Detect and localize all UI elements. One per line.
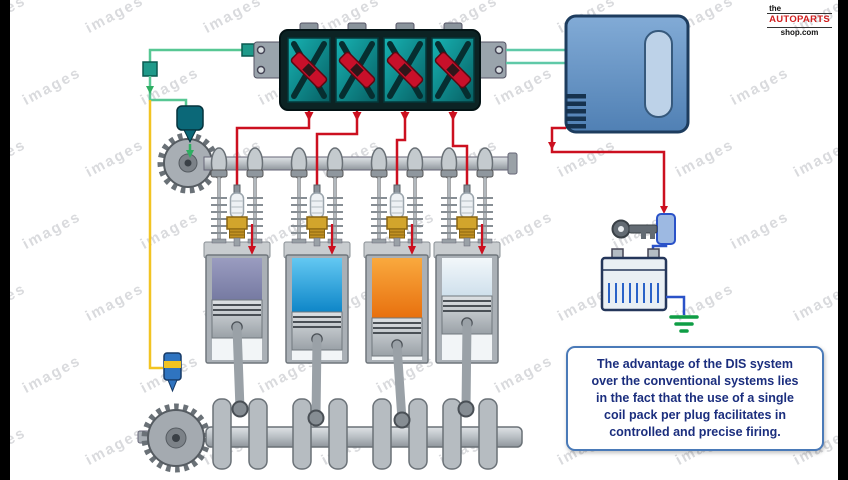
coil-cell (287, 37, 331, 103)
crank-gear-icon (141, 403, 211, 473)
valve-assembly (370, 169, 388, 244)
combustion-charge (212, 258, 262, 300)
green-arrow-icon (146, 86, 154, 94)
caption-line: over the conventional systems lies (591, 374, 799, 388)
combustion-charge (292, 258, 342, 312)
connecting-rod (311, 334, 322, 423)
firing-arrows (248, 224, 486, 255)
valve-assemblies (210, 169, 494, 244)
logo-the: the (769, 4, 782, 13)
ignition-key-icon (611, 213, 676, 245)
cylinder-block (205, 254, 499, 364)
cylinder (285, 254, 349, 364)
caption-line: coil pack per plug facilitates in (604, 408, 786, 422)
logo-autoparts: AUTOPARTS (767, 13, 832, 29)
valve-assembly (406, 169, 424, 244)
logo-shopcom: shop.com (780, 28, 819, 38)
coil-cell (335, 37, 379, 103)
combustion-charge (442, 258, 492, 296)
caption-line: The advantage of the DIS system (597, 357, 793, 371)
ecu-module-icon (564, 14, 690, 134)
connecting-rod (392, 340, 407, 425)
valve-assembly (476, 169, 494, 244)
cam-position-sensor-icon (176, 105, 204, 158)
ecu-wires (506, 48, 566, 65)
camshaft (157, 132, 518, 194)
connecting-rods (232, 318, 472, 425)
coil-pack (241, 22, 507, 111)
wire-connector (142, 61, 158, 77)
valve-assembly (210, 169, 228, 244)
ignition-wire-red (548, 126, 668, 214)
brand-logo: the AUTOPARTS shop.com (767, 4, 832, 37)
spark-plugs (226, 184, 478, 247)
ecu-connector-ribs (566, 94, 586, 129)
caption-line: controlled and precise firing. (609, 425, 781, 439)
battery-icon (600, 248, 668, 312)
spark-plug (456, 184, 478, 247)
battery-wire-blue (651, 244, 668, 250)
coil-output-arrows (304, 112, 458, 121)
plug-wire-4 (451, 104, 469, 186)
spark-plug (386, 184, 408, 247)
ground-icon (666, 295, 699, 333)
crank-journals (231, 400, 475, 429)
signal-wire-yellow (148, 100, 163, 370)
spark-plug (226, 184, 248, 247)
valve-assembly (290, 169, 308, 244)
caption-line: in the fact that the use of a single (596, 391, 794, 405)
cylinder (435, 254, 499, 364)
valve-assembly (326, 169, 344, 244)
letterbox-left (0, 0, 10, 480)
coil-connector (241, 43, 255, 57)
valve-assembly (440, 169, 458, 244)
crank-webs (212, 398, 498, 470)
connecting-rod (461, 318, 472, 414)
caption-box: The advantage of the DIS system over the… (566, 346, 824, 451)
coil-cell (431, 37, 475, 103)
spark-plug-wires (235, 104, 469, 186)
letterbox-right (838, 0, 848, 480)
signal-wire-green (142, 48, 242, 106)
crankshaft (137, 398, 523, 473)
valve-assembly (246, 169, 264, 244)
spark-plug (306, 184, 328, 247)
coil-cell (383, 37, 427, 103)
combustion-charge (372, 258, 422, 318)
plug-wire-3 (395, 104, 407, 186)
cylinder (365, 254, 429, 364)
connecting-rod (232, 322, 245, 414)
crank-position-sensor-icon (163, 352, 182, 393)
